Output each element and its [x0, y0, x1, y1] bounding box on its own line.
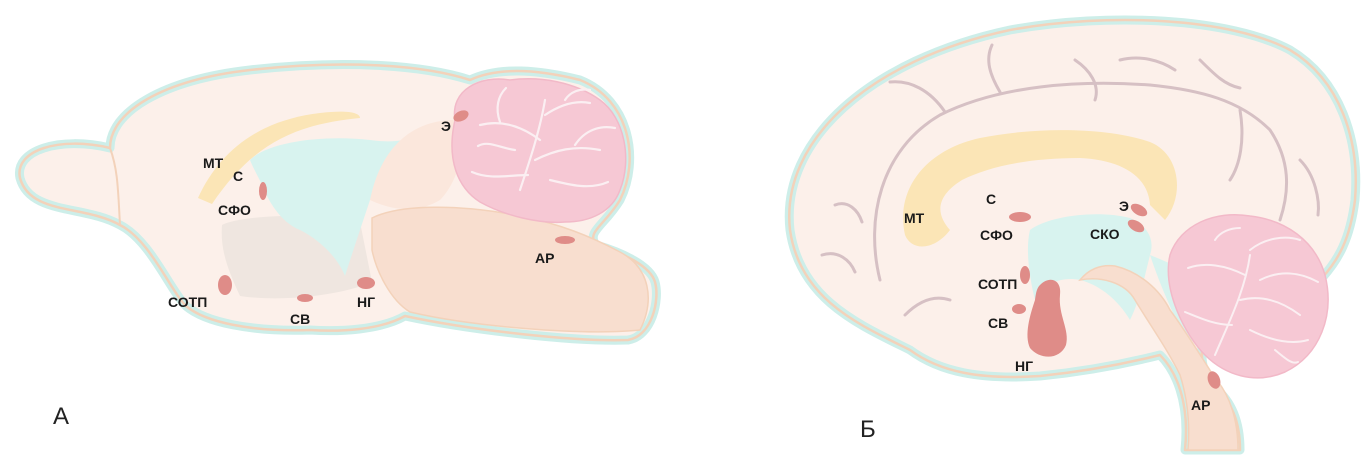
panel-a-organ-sv: [297, 294, 313, 302]
panel-a-brainstem: [372, 207, 648, 332]
panel-b-label-ng: НГ: [1015, 358, 1033, 374]
panel-b-letter: Б: [860, 416, 876, 443]
panel-b-label-mt: МТ: [904, 210, 925, 226]
panel-a-label-sv: СВ: [290, 311, 310, 327]
panel-a-label-mt: МТ: [203, 155, 224, 171]
panel-a-label-ng: НГ: [357, 294, 375, 310]
panel-a-organ-ng: [357, 277, 375, 289]
panel-b-label-sotp: СОТП: [978, 276, 1017, 292]
panel-a-organ-sotp: [218, 275, 232, 295]
panel-b-label-sko: СКО: [1090, 226, 1120, 242]
panel-a-label-sotp: СОТП: [168, 294, 207, 310]
panel-a-rodent-brain: МТ С СФО Э СОТП СВ НГ АР А: [19, 65, 656, 430]
panel-a-label-s: С: [233, 168, 243, 184]
panel-b-label-e: Э: [1119, 198, 1129, 214]
panel-b-label-s: С: [986, 191, 996, 207]
panel-b-organ-sv: [1012, 304, 1026, 314]
panel-b-human-brain: С МТ СФО Э СКО СОТП СВ НГ АР Б: [789, 20, 1356, 450]
panel-a-organ-ar: [555, 236, 575, 244]
panel-a-label-ar: АР: [535, 250, 554, 266]
panel-b-organ-sotp: [1020, 266, 1030, 284]
panel-a-organ-sfo: [259, 182, 267, 200]
panel-a-letter: А: [53, 403, 69, 430]
panel-b-organ-sfo: [1009, 212, 1031, 222]
panel-a-label-e: Э: [441, 118, 451, 134]
panel-b-label-sv: СВ: [988, 315, 1008, 331]
panel-a-label-sfo: СФО: [218, 202, 251, 218]
panel-b-label-ar: АР: [1191, 397, 1210, 413]
panel-b-label-sfo: СФО: [980, 227, 1013, 243]
panel-a-cerebellum: [452, 79, 626, 222]
